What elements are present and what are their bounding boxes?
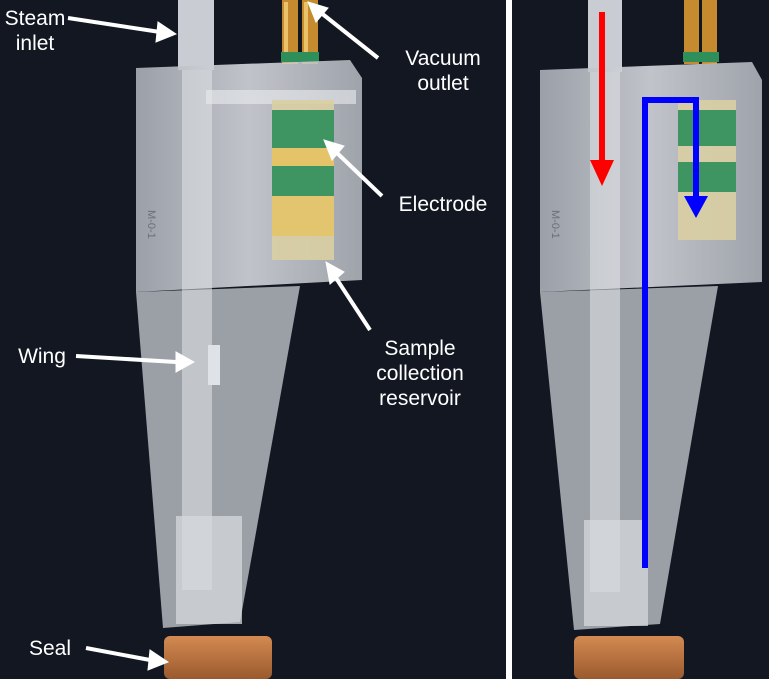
bottom-cylinder bbox=[176, 516, 242, 624]
steam-inlet-tube bbox=[178, 0, 214, 70]
right-device-drawing: M-0-1 bbox=[540, 0, 762, 679]
seal-disc bbox=[164, 636, 272, 679]
vacuum-outlet-arrow bbox=[307, 1, 380, 60]
right-photo-panel: M-0-1 bbox=[512, 0, 769, 679]
steam-inlet-arrow bbox=[67, 16, 178, 43]
wing-label: Wing bbox=[18, 345, 66, 368]
steam-inlet-label: Steam inlet bbox=[0, 6, 70, 56]
electrode-strip bbox=[272, 100, 334, 260]
vacuum-outlet-pins bbox=[683, 0, 719, 64]
sample-reservoir-label-line2: collection bbox=[376, 362, 464, 385]
inner-tube bbox=[182, 70, 212, 590]
electrode-strip bbox=[678, 100, 736, 240]
steam-inlet-label-line1: Steam bbox=[4, 7, 66, 30]
seal-label: Seal bbox=[28, 637, 72, 660]
electrode-label: Electrode bbox=[398, 193, 488, 216]
steam-inlet-label-line2: inlet bbox=[15, 32, 55, 55]
vacuum-outlet-label-line2: outlet bbox=[417, 72, 469, 95]
seal-disc bbox=[574, 636, 684, 679]
vacuum-outlet-label: Vacuum outlet bbox=[388, 46, 498, 96]
wing-tab bbox=[208, 345, 220, 385]
bottom-cylinder bbox=[584, 520, 648, 626]
sample-reservoir-label-line1: Sample bbox=[384, 337, 456, 360]
left-photo-panel: M-0-1 Steam inlet Vacuum outlet Electrod… bbox=[0, 0, 506, 679]
sample-reservoir-arrow bbox=[325, 261, 372, 332]
sample-reservoir-label-line3: reservoir bbox=[379, 387, 461, 410]
vacuum-flow-arrow bbox=[642, 97, 708, 568]
electrode-arrow bbox=[323, 139, 384, 198]
wing-arrow bbox=[75, 351, 196, 373]
vacuum-outlet-label-line1: Vacuum bbox=[405, 47, 481, 70]
device-marking-text: M-0-1 bbox=[549, 210, 561, 239]
steam-flow-arrow bbox=[590, 12, 614, 186]
seal-arrow bbox=[85, 646, 170, 671]
annotation-arrows bbox=[67, 1, 384, 671]
left-device-drawing: M-0-1 bbox=[67, 0, 384, 679]
sample-reservoir-label: Sample collection reservoir bbox=[360, 336, 480, 411]
device-marking-text: M-0-1 bbox=[145, 210, 157, 239]
